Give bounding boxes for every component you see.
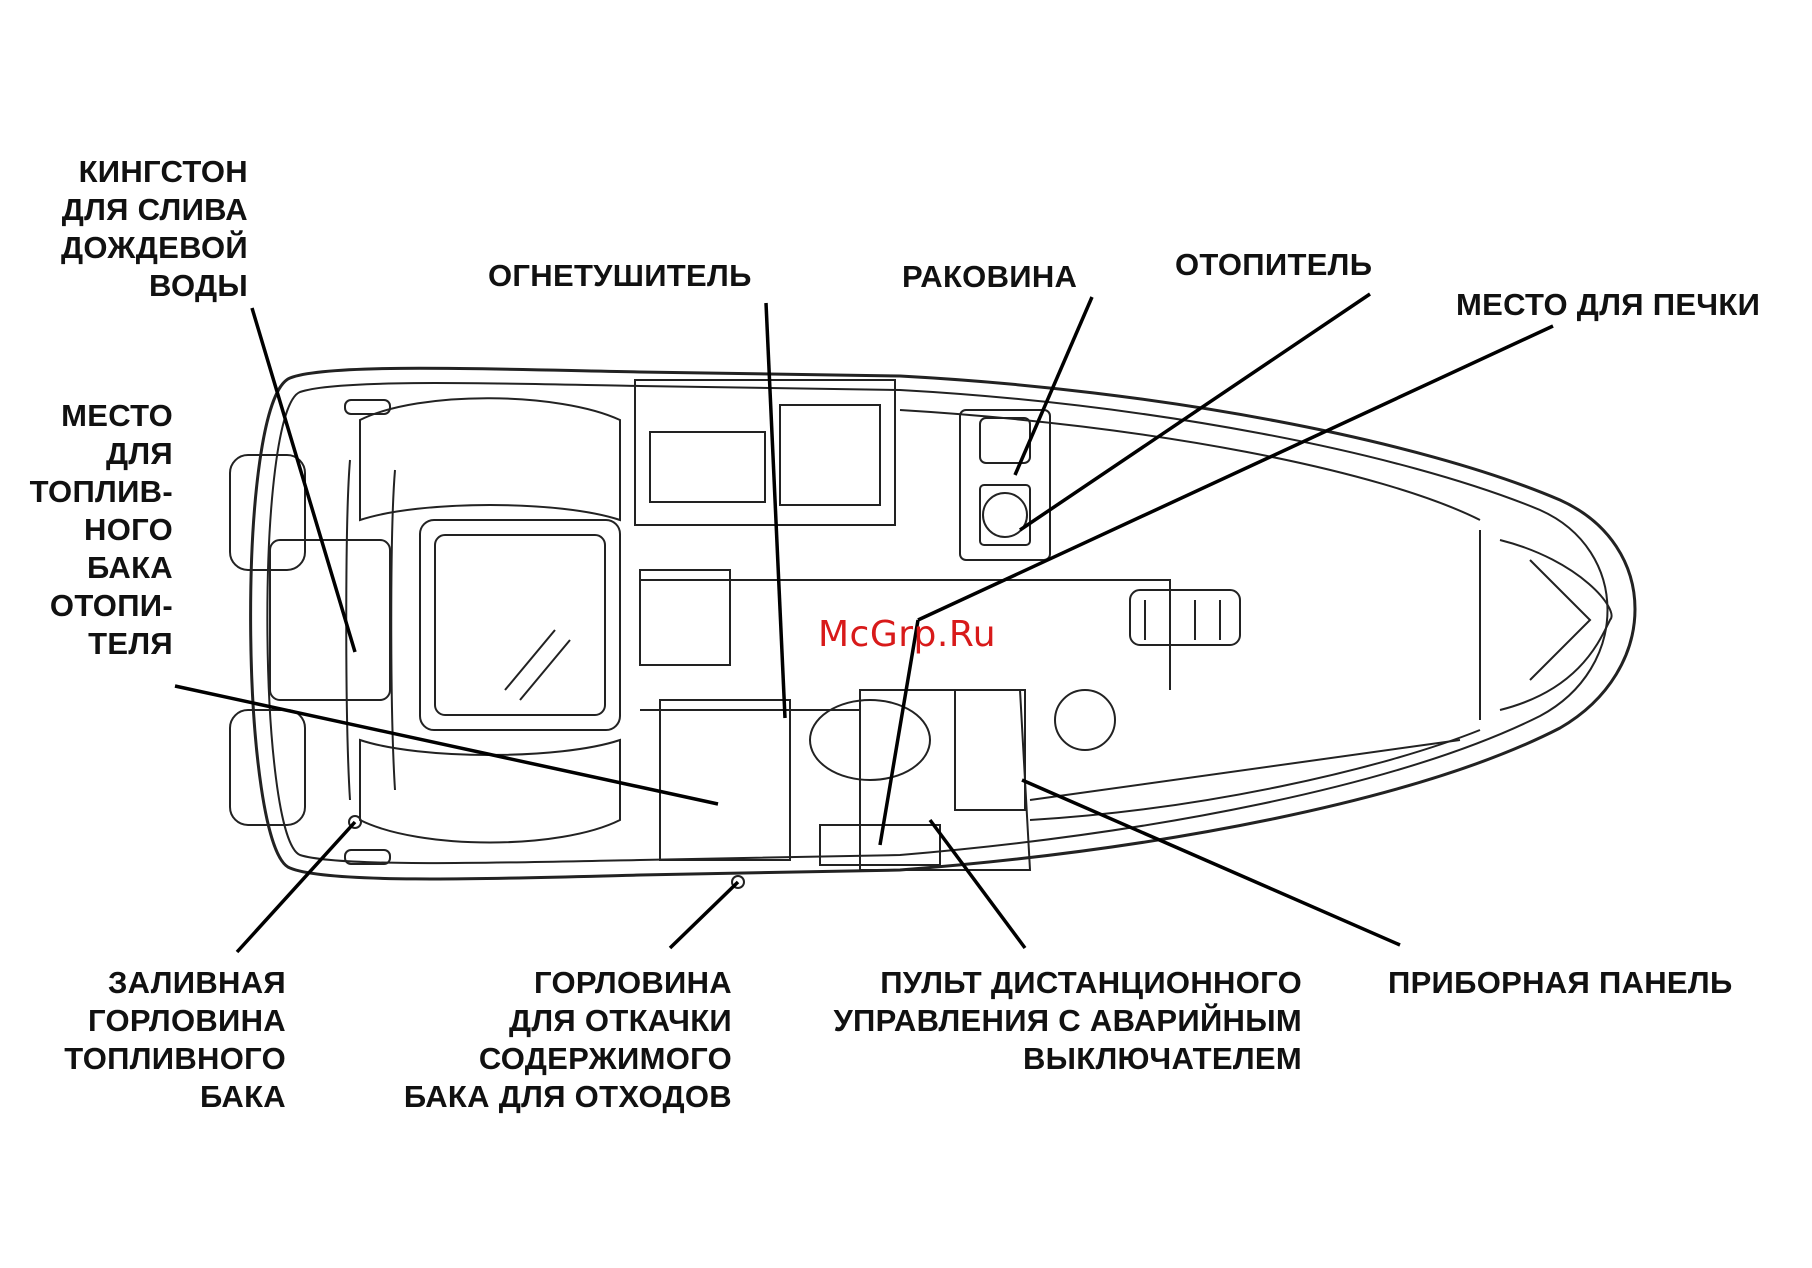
label-instrument-panel: ПРИБОРНАЯ ПАНЕЛЬ <box>1388 964 1733 1002</box>
label-line: ДЛЯ СЛИВА <box>40 191 248 229</box>
label-line: БАКА <box>20 549 173 587</box>
label-line: ОГНЕТУШИТЕЛЬ <box>488 257 752 295</box>
label-heater: ОТОПИТЕЛЬ <box>1175 246 1372 284</box>
label-line: ДЛЯ ОТКАЧКИ <box>380 1002 732 1040</box>
label-line: ГОРЛОВИНА <box>380 964 732 1002</box>
leader-extinguisher <box>766 303 785 718</box>
label-line: ПУЛЬТ ДИСТАНЦИОННОГО <box>800 964 1302 1002</box>
label-line: УПРАВЛЕНИЯ С АВАРИЙНЫМ <box>800 1002 1302 1040</box>
watermark: McGrp.Ru <box>818 614 996 655</box>
label-fuel-filler: ЗАЛИВНАЯ ГОРЛОВИНА ТОПЛИВНОГО БАКА <box>60 964 286 1116</box>
label-line: ЗАЛИВНАЯ <box>60 964 286 1002</box>
label-line: КИНГСТОН <box>40 153 248 191</box>
label-line: ДЛЯ <box>20 435 173 473</box>
label-line: МЕСТО <box>20 397 173 435</box>
label-line: ПРИБОРНАЯ ПАНЕЛЬ <box>1388 964 1733 1002</box>
label-line: НОГО <box>20 511 173 549</box>
label-line: ВОДЫ <box>40 267 248 305</box>
label-line: БАКА ДЛЯ ОТХОДОВ <box>380 1078 732 1116</box>
label-waste-pumpout: ГОРЛОВИНА ДЛЯ ОТКАЧКИ СОДЕРЖИМОГО БАКА Д… <box>380 964 732 1116</box>
label-line: СОДЕРЖИМОГО <box>380 1040 732 1078</box>
label-line: ВЫКЛЮЧАТЕЛЕМ <box>800 1040 1302 1078</box>
leader-stove <box>918 326 1553 620</box>
label-kingston: КИНГСТОН ДЛЯ СЛИВА ДОЖДЕВОЙ ВОДЫ <box>40 153 248 305</box>
leader-heater <box>1020 294 1370 530</box>
label-line: ДОЖДЕВОЙ <box>40 229 248 267</box>
label-line: МЕСТО ДЛЯ ПЕЧКИ <box>1456 286 1760 324</box>
leader-waste <box>670 882 738 948</box>
label-line: БАКА <box>60 1078 286 1116</box>
label-line: ОТОПИТЕЛЬ <box>1175 246 1372 284</box>
label-line: ТОПЛИВ- <box>20 473 173 511</box>
label-sink: РАКОВИНА <box>902 258 1077 296</box>
label-stove-place: МЕСТО ДЛЯ ПЕЧКИ <box>1456 286 1760 324</box>
label-line: ОТОПИ- <box>20 587 173 625</box>
label-line: ГОРЛОВИНА <box>60 1002 286 1040</box>
label-line: ТОПЛИВНОГО <box>60 1040 286 1078</box>
leader-fuel-filler <box>237 822 355 952</box>
label-line: ТЕЛЯ <box>20 625 173 663</box>
label-extinguisher: ОГНЕТУШИТЕЛЬ <box>488 257 752 295</box>
leader-panel <box>1022 780 1400 945</box>
label-line: РАКОВИНА <box>902 258 1077 296</box>
leader-remote <box>930 820 1025 948</box>
label-heater-tank: МЕСТО ДЛЯ ТОПЛИВ- НОГО БАКА ОТОПИ- ТЕЛЯ <box>20 397 173 663</box>
label-remote-control: ПУЛЬТ ДИСТАНЦИОННОГО УПРАВЛЕНИЯ С АВАРИЙ… <box>800 964 1302 1078</box>
